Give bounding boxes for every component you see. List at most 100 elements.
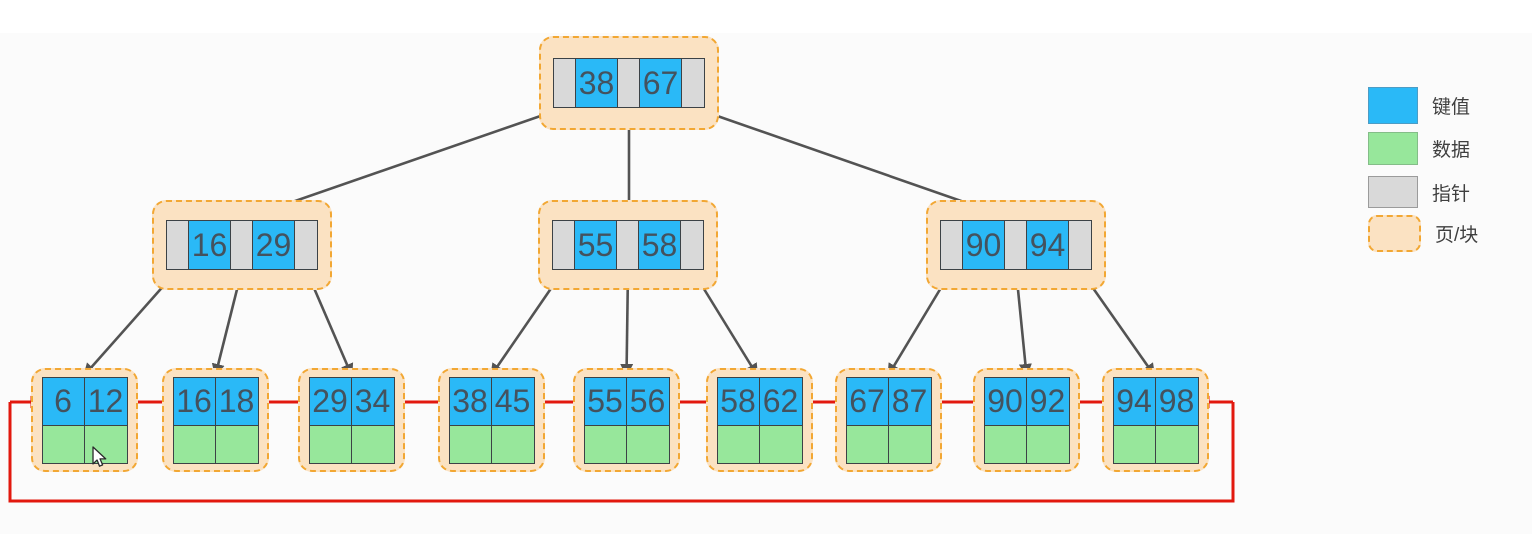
key-cell: 34: [351, 377, 394, 426]
pointer-cell: [682, 59, 704, 107]
internal-node-page-2: 55 58: [538, 200, 718, 290]
internal-node-table: 55 58: [552, 220, 704, 270]
data-cell: [888, 425, 931, 463]
data-cell: [1026, 425, 1069, 463]
key-cell: 94: [1027, 221, 1069, 269]
legend-item-key: 键值: [1368, 87, 1470, 124]
key-cell: 58: [639, 221, 681, 269]
key-cell: 45: [491, 377, 534, 426]
pointer-cell: [681, 221, 703, 269]
data-cell: [351, 425, 394, 463]
data-swatch: [1368, 132, 1418, 165]
data-cell: [717, 425, 760, 463]
background-strip: [0, 0, 1532, 33]
key-cell: 94: [1113, 377, 1156, 426]
data-cell: [846, 425, 889, 463]
key-cell: 58: [717, 377, 760, 426]
key-cell: 98: [1155, 377, 1198, 426]
key-cell: 29: [253, 221, 295, 269]
legend-item-data: 数据: [1368, 132, 1470, 165]
key-cell: 29: [309, 377, 352, 426]
data-cell: [84, 425, 127, 463]
leaf-ring-path: [8, 402, 1235, 503]
key-cell: 6: [42, 377, 85, 426]
key-cell: 16: [173, 377, 216, 426]
data-cell: [309, 425, 352, 463]
key-cell: 55: [584, 377, 627, 426]
key-cell: 56: [626, 377, 669, 426]
key-cell: 62: [759, 377, 802, 426]
legend: 键值 数据 指针 页/块: [1368, 87, 1532, 257]
pointer-cell: [295, 221, 317, 269]
key-cell: 92: [1026, 377, 1069, 426]
pointer-cell: [941, 221, 963, 269]
key-cell: 16: [189, 221, 231, 269]
pointer-cell: [617, 221, 639, 269]
data-cell: [584, 425, 627, 463]
data-cell: [1155, 425, 1198, 463]
data-cell: [984, 425, 1027, 463]
legend-label-key: 键值: [1432, 97, 1471, 118]
key-cell: 12: [84, 377, 127, 426]
key-cell: 38: [449, 377, 492, 426]
legend-item-pointer: 指针: [1368, 176, 1470, 208]
root-node-page: 38 67: [539, 36, 719, 130]
edge-root-to-internal-3: [692, 106, 1012, 221]
pointer-cell: [554, 59, 576, 107]
data-cell: [626, 425, 669, 463]
key-cell: 87: [888, 377, 931, 426]
data-cell: [759, 425, 802, 463]
legend-item-page: 页/块: [1368, 215, 1478, 252]
pointer-cell: [1069, 221, 1091, 269]
pointer-cell: [231, 221, 253, 269]
data-cell: [491, 425, 534, 463]
data-cell: [449, 425, 492, 463]
key-cell: 18: [215, 377, 258, 426]
mouse-cursor: [92, 446, 107, 467]
legend-label-page: 页/块: [1435, 225, 1479, 246]
pointer-swatch: [1368, 176, 1418, 208]
pointer-cell: [618, 59, 640, 107]
data-cell: [215, 425, 258, 463]
key-cell: 67: [846, 377, 889, 426]
legend-label-data: 数据: [1432, 140, 1471, 161]
key-cell: 38: [576, 59, 618, 107]
key-cell: 90: [963, 221, 1005, 269]
pointer-cell: [167, 221, 189, 269]
internal-node-table: 90 94: [940, 220, 1092, 270]
pointer-cell: [553, 221, 575, 269]
edge-root-to-internal-1: [244, 106, 566, 221]
pointer-cell: [1005, 221, 1027, 269]
data-cell: [173, 425, 216, 463]
key-cell: 55: [575, 221, 617, 269]
page-block-swatch: [1368, 215, 1421, 252]
root-node-table: 38 67: [553, 58, 705, 108]
internal-node-page-3: 90 94: [926, 200, 1106, 290]
key-swatch: [1368, 87, 1418, 124]
data-cell: [1113, 425, 1156, 463]
data-cell: [42, 425, 85, 463]
key-cell: 67: [640, 59, 682, 107]
legend-label-pointer: 指针: [1432, 183, 1471, 205]
